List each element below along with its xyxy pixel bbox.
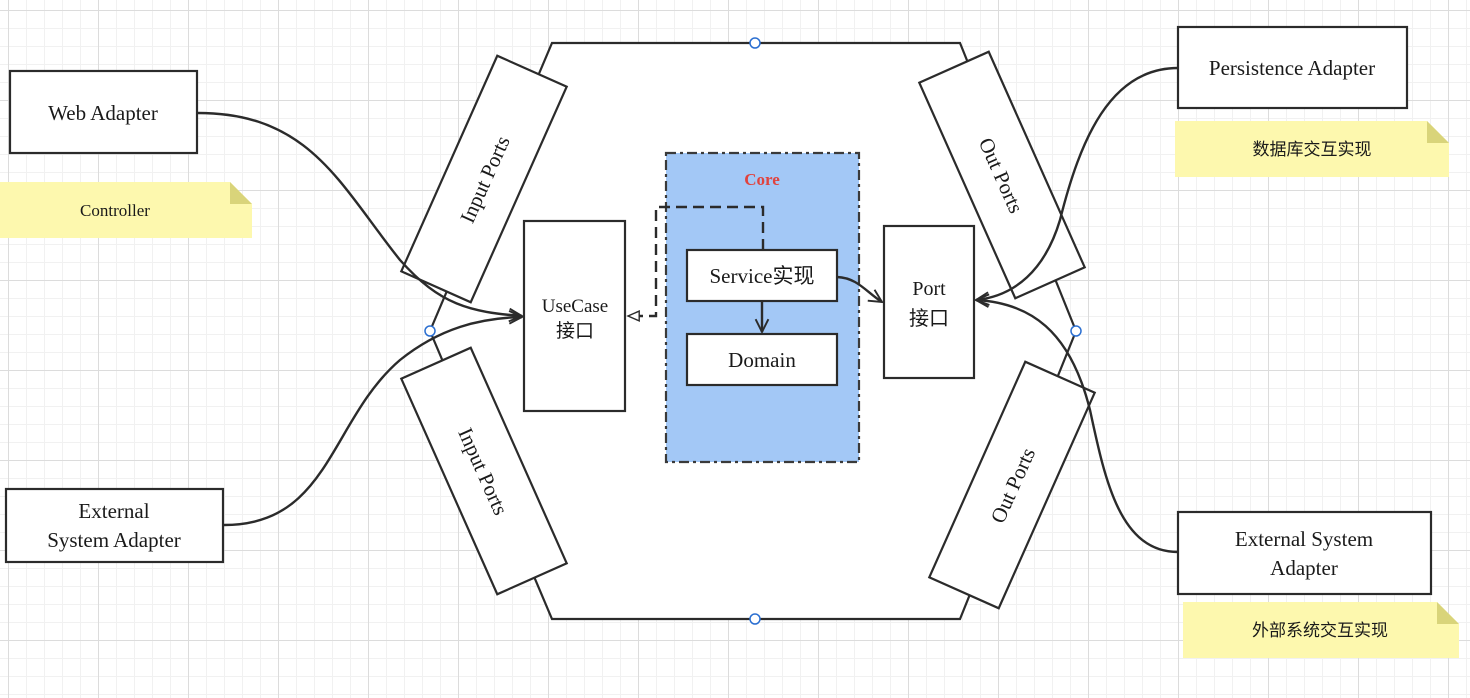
port-interface[interactable]: Port 接口 (882, 224, 976, 380)
web-adapter-label: Web Adapter (48, 101, 158, 125)
external-right-label-2: Adapter (1270, 556, 1338, 580)
usecase-label-cn: 接口 (556, 320, 594, 342)
core-title: Core (744, 170, 780, 189)
edge-web-adapter-to-usecase[interactable] (197, 111, 522, 316)
external-left-label-2: System Adapter (47, 528, 181, 552)
note-persistence-text: 数据库交互实现 (1253, 140, 1372, 160)
service-impl[interactable]: Service实现 (685, 248, 839, 303)
domain[interactable]: Domain (685, 332, 839, 387)
note-persistence[interactable]: 数据库交互实现 (1175, 121, 1449, 177)
out-ports-bottom[interactable]: Out Ports (927, 360, 1097, 610)
persistence-adapter-label: Persistence Adapter (1209, 56, 1375, 80)
out-ports-top[interactable]: Out Ports (917, 50, 1087, 300)
note-external[interactable]: 外部系统交互实现 (1183, 602, 1459, 658)
edge-persistence-to-port[interactable] (976, 66, 1179, 300)
external-system-adapter-left[interactable]: External System Adapter (4, 487, 225, 564)
usecase-interface[interactable]: UseCase 接口 (522, 219, 627, 413)
input-ports-top[interactable]: Input Ports (399, 54, 569, 304)
hexagon-handle-bottom[interactable] (749, 613, 761, 625)
domain-label: Domain (728, 348, 796, 372)
edge-external-left-to-usecase[interactable] (223, 317, 522, 527)
service-label: Service实现 (710, 264, 815, 288)
input-ports-bottom[interactable]: Input Ports (399, 346, 569, 596)
edge-service-to-port[interactable] (836, 275, 882, 302)
note-external-text: 外部系统交互实现 (1252, 621, 1388, 641)
hexagon-handle-right[interactable] (1070, 325, 1082, 337)
usecase-label: UseCase (542, 296, 608, 317)
hexagon-handle-left[interactable] (424, 325, 436, 337)
persistence-adapter[interactable]: Persistence Adapter (1176, 25, 1409, 110)
web-adapter[interactable]: Web Adapter (8, 69, 199, 155)
port-label-cn: 接口 (909, 306, 949, 330)
external-left-label-1: External (78, 499, 149, 523)
external-right-label-1: External System (1235, 527, 1373, 551)
external-system-adapter-right[interactable]: External System Adapter (1176, 510, 1433, 596)
note-controller-text: Controller (80, 201, 150, 220)
port-label: Port (912, 278, 946, 300)
edge-external-right-to-port[interactable] (976, 300, 1179, 554)
hexagon-handle-top[interactable] (749, 37, 761, 49)
note-controller[interactable]: Controller (0, 182, 252, 238)
